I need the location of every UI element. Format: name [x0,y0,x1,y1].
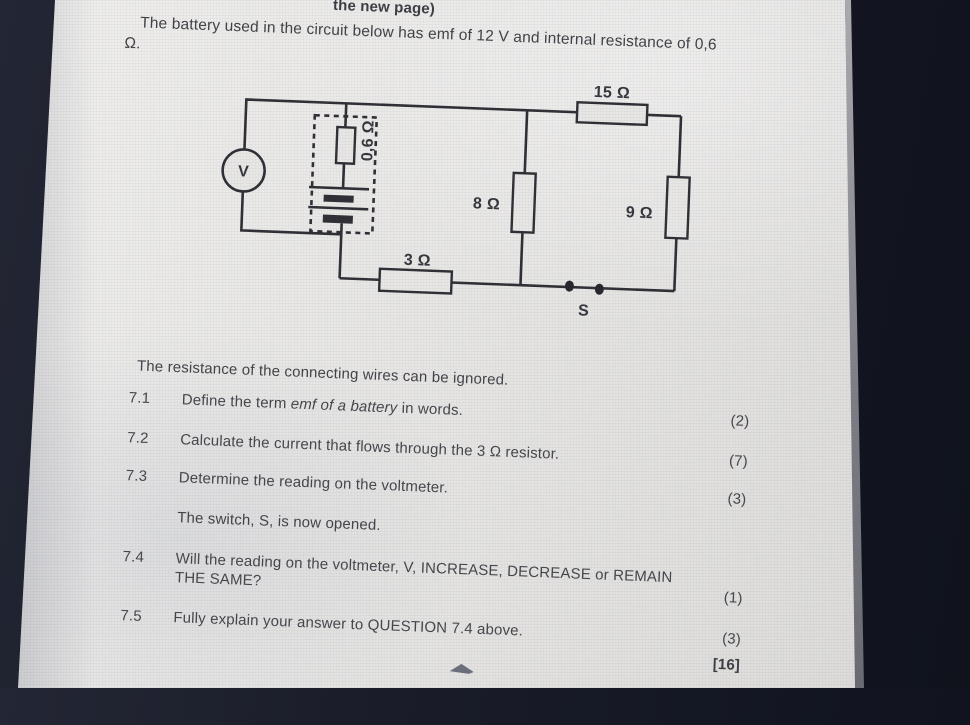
switch-label: S [578,302,590,319]
marks-badge: (1) [723,588,743,607]
resistor-8-ohm [510,171,537,234]
battery-plate-short-2 [322,214,353,224]
resistor-9-ohm [664,175,691,240]
question-row-7-3: 7.3 Determine the reading on the voltmete… [125,467,747,509]
voltmeter-label: V [238,163,250,180]
question-row-7-2: 7.2 Calculate the current that flows thro… [127,429,748,471]
question-number: 7.2 [126,429,149,448]
question-text: Will the reading on the voltmeter, V, IN… [174,550,673,589]
battery-bottom-wire [338,223,343,279]
switch-contact-right [594,283,604,295]
question-number: 7.5 [120,607,143,625]
question-intro-line1: The battery used in the circuit below ha… [139,14,718,54]
exam-page-photo: the new page) The battery used in the ci… [18,0,858,688]
question-row-7-4: 7.4 Will the reading on the voltmeter, V,… [122,548,744,609]
battery-plate-long-2 [308,205,369,211]
question-text-post: in words. [397,399,464,420]
resistor-3-label: 3 Ω [403,252,431,270]
battery-mid-wire [341,163,346,189]
internal-resistor [334,125,357,165]
question-number: 7.3 [125,467,148,485]
wires-note: The resistance of the connecting wires c… [136,357,509,389]
battery-plate-long-1 [308,185,370,191]
resistor-8-label: 8 Ω [473,195,501,213]
marks-badge: (7) [728,452,749,471]
voltmeter-bottom-wire [239,191,342,236]
question-text: Calculate the current that flows through… [179,431,560,463]
circuit-diagram: V 0,6 Ω 15 Ω 8 Ω 9 Ω 3 Ω [221,84,691,320]
marks-badge: (3) [727,490,747,509]
marks-badge: (3) [721,630,742,648]
question-text: Determine the reading on the voltmeter. [178,469,449,497]
resistor-9-label: 9 Ω [625,204,653,222]
question-number: 7.1 [128,389,151,408]
resistor-15-ohm [575,100,649,127]
question-number: 7.4 [122,548,145,566]
marks-badge: (2) [730,412,750,431]
resistor-15-label: 15 Ω [593,84,630,102]
switch-contact-left [564,280,574,292]
question-text: Define the term emf of a battery in word… [181,391,681,429]
question-intro-line2: Ω. [124,34,141,53]
page-header-fragment: the new page) [332,0,436,18]
internal-resistance-label: 0,6 Ω [359,120,378,162]
question-text-italic: emf of a battery [290,395,398,417]
question-text-pre: Define the term [181,391,292,413]
battery-plate-short-1 [323,194,354,203]
question-row-7-1: 7.1 Define the term emf of a battery in w… [128,389,750,431]
resistor-3-ohm [377,267,454,295]
switch-note: The switch, S, is now opened. [176,509,382,534]
voltmeter-icon [221,148,266,193]
